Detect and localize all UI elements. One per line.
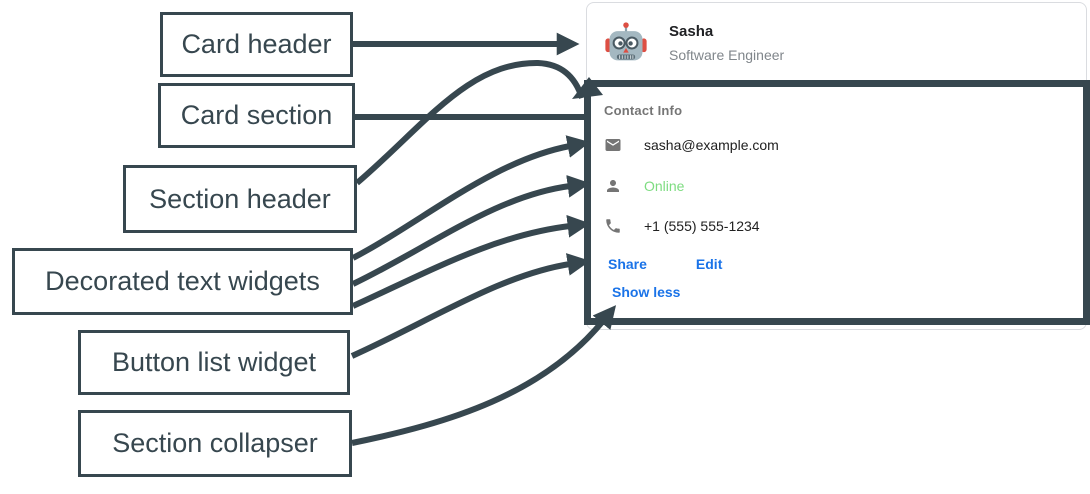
card-title: Sasha bbox=[669, 23, 714, 40]
decorated-text-phone: +1 (555) 555-1234 bbox=[604, 217, 1054, 235]
section-collapser-button[interactable]: Show less bbox=[612, 284, 681, 300]
arrow-section-collapser bbox=[351, 305, 617, 446]
label-card-section-text: Card section bbox=[180, 100, 333, 130]
button-list: Share Edit bbox=[608, 255, 1054, 273]
edit-button[interactable]: Edit bbox=[695, 256, 723, 272]
label-decorated-text-widgets-text: Decorated text widgets bbox=[45, 266, 320, 296]
decorated-text-email: sasha@example.com bbox=[604, 136, 1054, 154]
section-header: Contact Info bbox=[604, 103, 683, 118]
card-subtitle: Software Engineer bbox=[669, 47, 785, 63]
email-icon bbox=[604, 136, 622, 154]
arrow-decorated-online bbox=[351, 175, 591, 287]
arrow-button-list bbox=[350, 253, 591, 359]
phone-icon bbox=[604, 217, 622, 235]
arrow-section-header bbox=[355, 59, 585, 186]
share-button[interactable]: Share bbox=[608, 256, 647, 272]
arrow-decorated-phone bbox=[351, 214, 591, 309]
decorated-text-status: Online bbox=[604, 177, 1054, 195]
card-section-outline bbox=[584, 80, 1090, 325]
robot-avatar-icon bbox=[604, 21, 648, 65]
card-header-text: Sasha Software Engineer bbox=[669, 23, 784, 63]
phone-text: +1 (555) 555-1234 bbox=[644, 218, 760, 234]
card-header: Sasha Software Engineer bbox=[587, 3, 1086, 65]
label-card-section: Card section bbox=[158, 83, 355, 148]
label-card-header-text: Card header bbox=[181, 29, 332, 59]
arrow-decorated-email bbox=[351, 135, 591, 261]
label-section-header-text: Section header bbox=[149, 183, 331, 214]
label-section-collapser-text: Section collapser bbox=[112, 428, 318, 458]
status-text: Online bbox=[644, 178, 685, 194]
profile-card: Sasha Software Engineer bbox=[586, 2, 1087, 330]
label-button-list-widget: Button list widget bbox=[78, 330, 350, 395]
label-button-list-widget-text: Button list widget bbox=[111, 347, 317, 377]
label-section-header: Section header bbox=[123, 165, 357, 233]
label-card-header: Card header bbox=[160, 12, 353, 77]
person-icon bbox=[604, 177, 622, 195]
email-text: sasha@example.com bbox=[644, 137, 779, 153]
card-section: Contact Info sasha@example.com Online +1… bbox=[604, 103, 1054, 302]
label-decorated-text-widgets: Decorated text widgets bbox=[12, 248, 353, 315]
label-section-collapser: Section collapser bbox=[78, 410, 352, 477]
